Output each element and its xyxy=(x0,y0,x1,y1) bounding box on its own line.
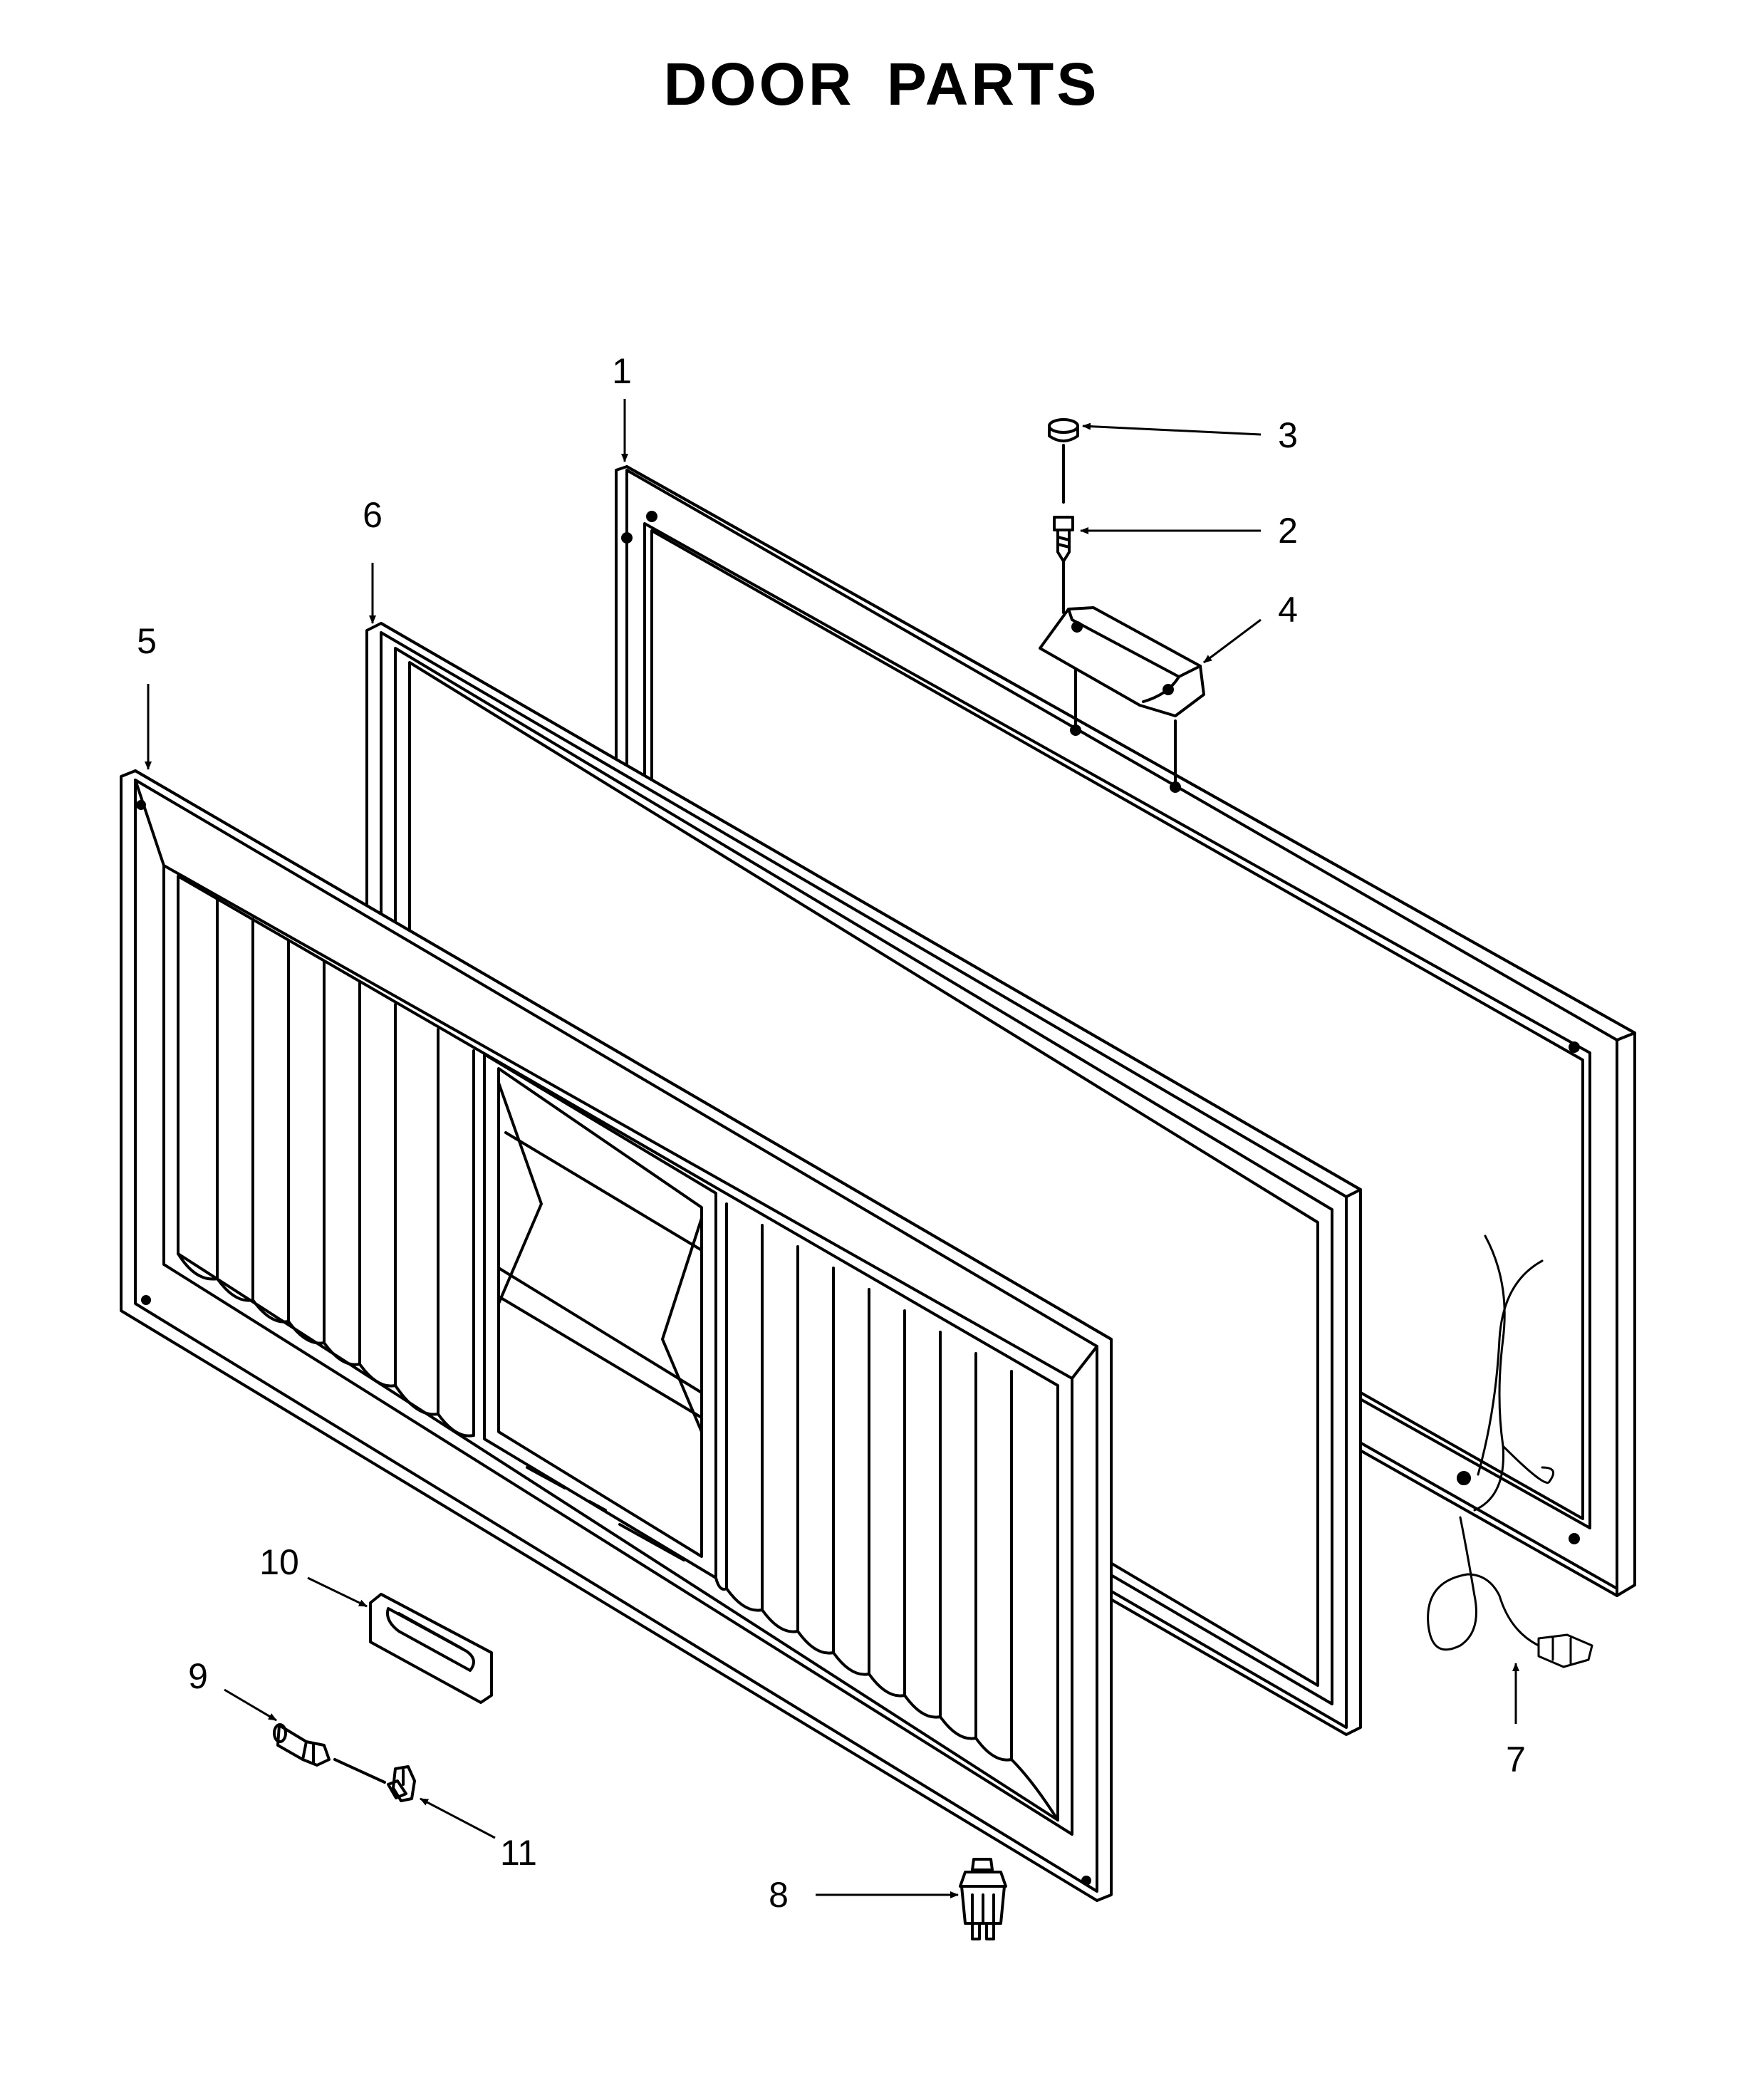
callout-8: 8 xyxy=(769,1875,789,1915)
callout-11: 11 xyxy=(500,1833,537,1873)
part-3-cap xyxy=(1048,418,1079,442)
part-2-screw xyxy=(1053,516,1074,563)
arrow-4 xyxy=(1203,618,1262,664)
part-7-wire-harness xyxy=(1427,1234,1593,1668)
callout-10: 10 xyxy=(259,1542,299,1582)
callout-5: 5 xyxy=(137,621,157,661)
arrow-11 xyxy=(420,1797,496,1839)
callout-7: 7 xyxy=(1506,1740,1526,1779)
callout-2: 2 xyxy=(1278,511,1298,551)
callout-6: 6 xyxy=(363,495,383,535)
part-8-switch xyxy=(959,1858,1007,1940)
callout-9: 9 xyxy=(188,1656,208,1696)
part-11-socket xyxy=(387,1765,416,1802)
callout-3: 3 xyxy=(1278,415,1298,455)
arrow-9 xyxy=(224,1688,277,1722)
arrow-10 xyxy=(307,1576,368,1608)
arrow-3 xyxy=(1082,422,1262,436)
part-4-hinge xyxy=(1039,606,1205,717)
part-10-handle xyxy=(369,1593,493,1704)
callout-4: 4 xyxy=(1278,590,1298,630)
page-title: DOOR PARTS xyxy=(663,51,1100,118)
part-9-bulb xyxy=(273,1723,331,1767)
leader-line-9-11 xyxy=(333,1758,386,1784)
callout-1: 1 xyxy=(612,351,632,391)
door-inner-liner xyxy=(120,769,1113,1902)
